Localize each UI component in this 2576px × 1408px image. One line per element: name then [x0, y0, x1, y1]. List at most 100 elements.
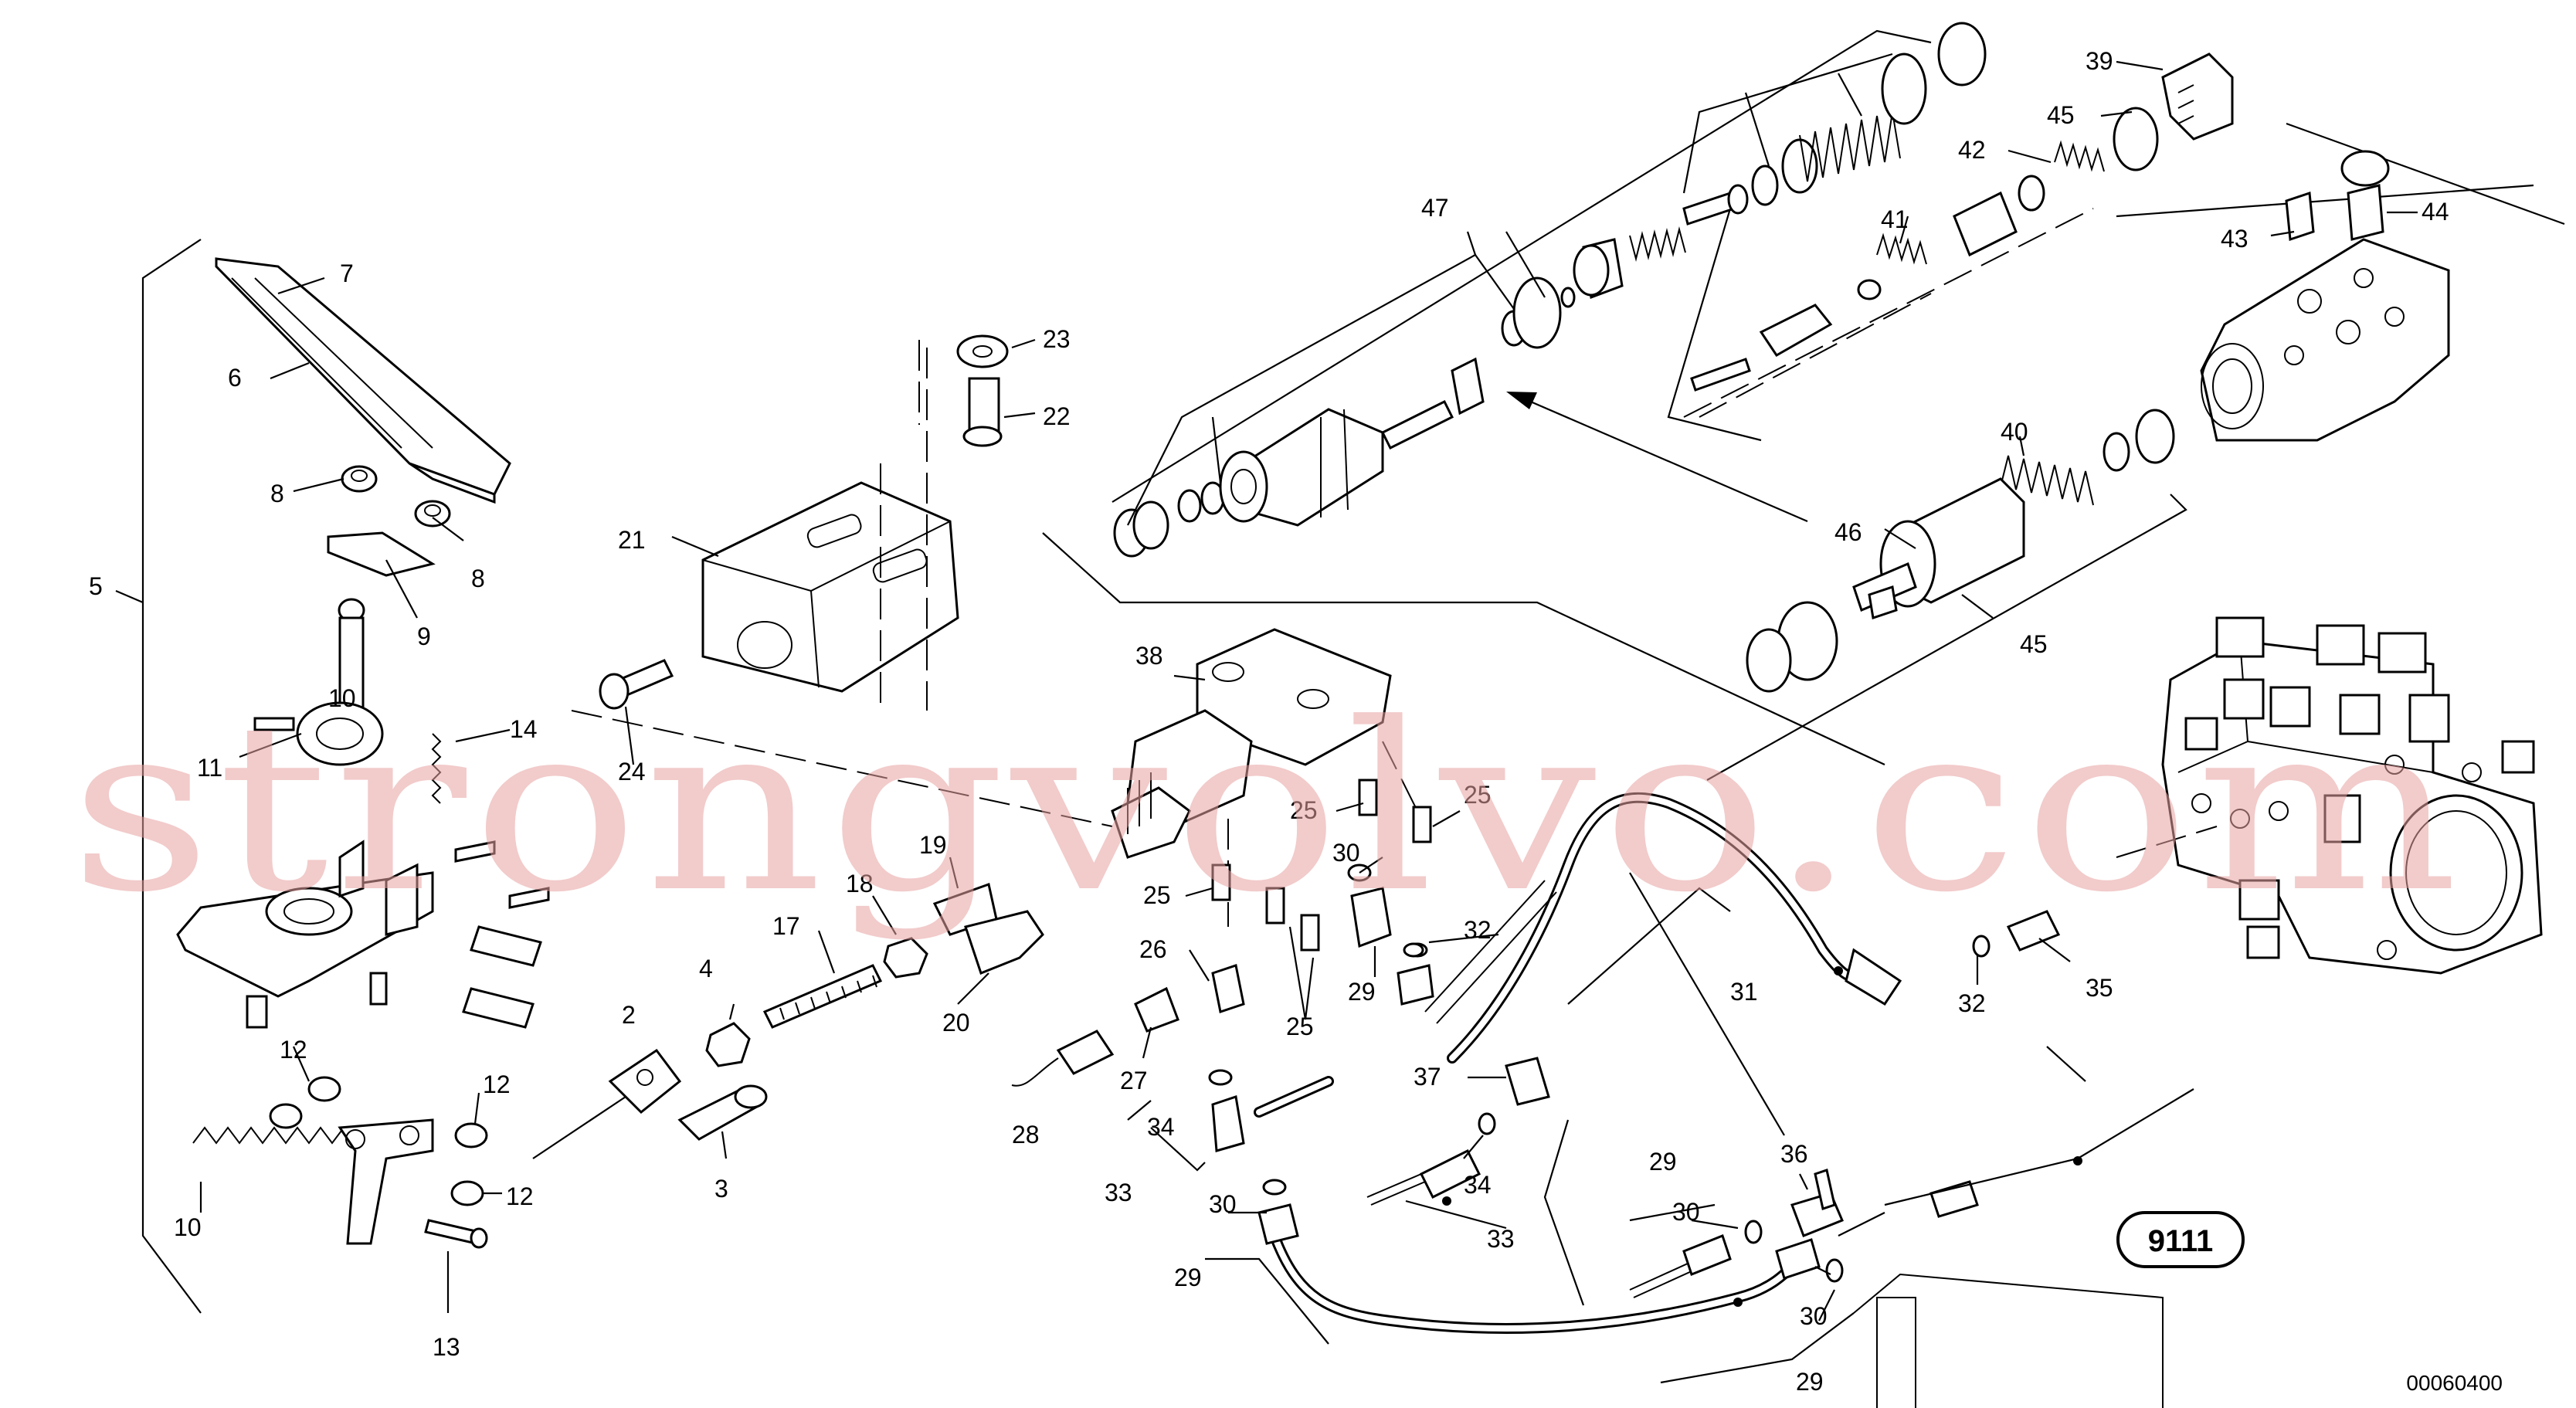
oring-30d	[1825, 1258, 1844, 1283]
bushing-12c	[454, 1122, 488, 1148]
setscrew-43	[2285, 191, 2315, 242]
callout-12: 12	[280, 1036, 307, 1064]
callout-22: 22	[1043, 402, 1071, 430]
callout-4: 4	[699, 955, 713, 982]
callout-30: 30	[1209, 1190, 1237, 1218]
spring-42	[2054, 140, 2105, 172]
callout-29: 29	[1796, 1368, 1824, 1396]
oring-47b	[1512, 277, 1562, 349]
callout-25: 25	[1143, 881, 1171, 909]
fitting-27	[1134, 986, 1179, 1033]
nut-18	[883, 937, 928, 979]
callout-42: 42	[1958, 136, 1986, 164]
callout-29: 29	[1649, 1148, 1677, 1176]
housing-box-21	[599, 334, 1036, 765]
drawing-number: 00060400	[2406, 1371, 2503, 1395]
callout-38: 38	[1135, 642, 1163, 670]
oring-34a	[1208, 1069, 1233, 1086]
tee-36	[1790, 1192, 1844, 1237]
clevis-2	[608, 1048, 682, 1115]
callout-29: 29	[1174, 1264, 1202, 1291]
fittings-and-hoses	[1011, 779, 2194, 1408]
elbow-29	[1350, 887, 1392, 948]
callout-33: 33	[1105, 1179, 1132, 1206]
callout-26: 26	[1139, 935, 1167, 963]
callout-10: 10	[174, 1213, 202, 1241]
callout-34: 34	[1147, 1113, 1175, 1141]
callout-2: 2	[622, 1001, 636, 1029]
callout-32: 32	[1958, 989, 1986, 1017]
sensor-28	[1056, 1030, 1115, 1075]
callout-35: 35	[2086, 974, 2113, 1002]
callout-45: 45	[2020, 630, 2048, 658]
callout-27: 27	[1120, 1067, 1148, 1094]
callout-14: 14	[510, 715, 538, 743]
snap-ring	[1937, 22, 1987, 87]
elbow-37	[1505, 1057, 1550, 1106]
callout-20: 20	[942, 1009, 970, 1036]
callout-18: 18	[846, 870, 874, 897]
callout-28: 28	[1012, 1121, 1040, 1148]
spool-body	[1242, 408, 1384, 527]
pump-flange	[2389, 794, 2523, 952]
fitting-25a	[1358, 779, 1378, 816]
spring-47	[1629, 226, 1686, 262]
oring-30c	[1744, 1220, 1763, 1244]
callout-45: 45	[2047, 101, 2075, 129]
roller-11	[296, 701, 384, 766]
spring-41	[1876, 232, 1927, 265]
plug-39	[2161, 53, 2234, 141]
oring-34b	[1478, 1112, 1496, 1135]
plug-44	[2347, 184, 2384, 241]
callout-37: 37	[1414, 1063, 1441, 1091]
callout-46: 46	[1834, 518, 1862, 546]
callout-41: 41	[1881, 205, 1909, 233]
callout-8: 8	[471, 565, 485, 592]
spring-40	[2000, 455, 2094, 506]
callout-25: 25	[1286, 1013, 1314, 1040]
callout-31: 31	[1730, 978, 1758, 1006]
reference-badge	[2116, 1211, 2245, 1268]
lever-arm	[338, 1118, 434, 1245]
callout-19: 19	[919, 831, 947, 859]
control-valve-exploded	[1042, 22, 2565, 781]
callout-10: 10	[328, 684, 356, 712]
callout-47: 47	[1421, 194, 1449, 222]
oring-46b	[1746, 628, 1792, 693]
callout-30: 30	[1800, 1302, 1828, 1330]
callout-33: 33	[1487, 1225, 1515, 1253]
washer-23	[956, 334, 1009, 368]
watermark: strongvolvo.com	[70, 673, 2464, 943]
callout-13: 13	[433, 1333, 460, 1361]
spring-large	[1799, 111, 1901, 182]
callout-32: 32	[1464, 916, 1492, 944]
fitting-25b	[1412, 806, 1432, 843]
callout-5: 5	[89, 572, 103, 600]
callout-3: 3	[714, 1175, 728, 1203]
callout-6: 6	[228, 364, 242, 392]
nut-4	[705, 1022, 751, 1067]
valve-housing-block	[2200, 238, 2450, 442]
callout-29: 29	[1348, 978, 1376, 1006]
callout-12: 12	[506, 1182, 534, 1210]
oring-40	[2103, 432, 2130, 472]
callout-30: 30	[1672, 1198, 1700, 1226]
callout-23: 23	[1043, 325, 1071, 353]
direction-arrow	[1521, 396, 1808, 523]
bolt-22	[968, 377, 1000, 434]
pedal-plate	[215, 257, 511, 496]
callout-30: 30	[1332, 839, 1360, 867]
bracket-5	[141, 239, 202, 1314]
callout-39: 39	[2086, 47, 2113, 75]
callout-24: 24	[618, 758, 646, 785]
callout-25: 25	[1464, 781, 1492, 809]
bushing-12d	[450, 1180, 484, 1206]
nut-29-bottom	[1257, 1203, 1299, 1245]
callout-8: 8	[270, 480, 284, 507]
callout-17: 17	[772, 912, 800, 940]
stop-block-9	[327, 531, 436, 577]
valve-38	[571, 628, 1422, 927]
pedal-assembly	[115, 239, 550, 1314]
